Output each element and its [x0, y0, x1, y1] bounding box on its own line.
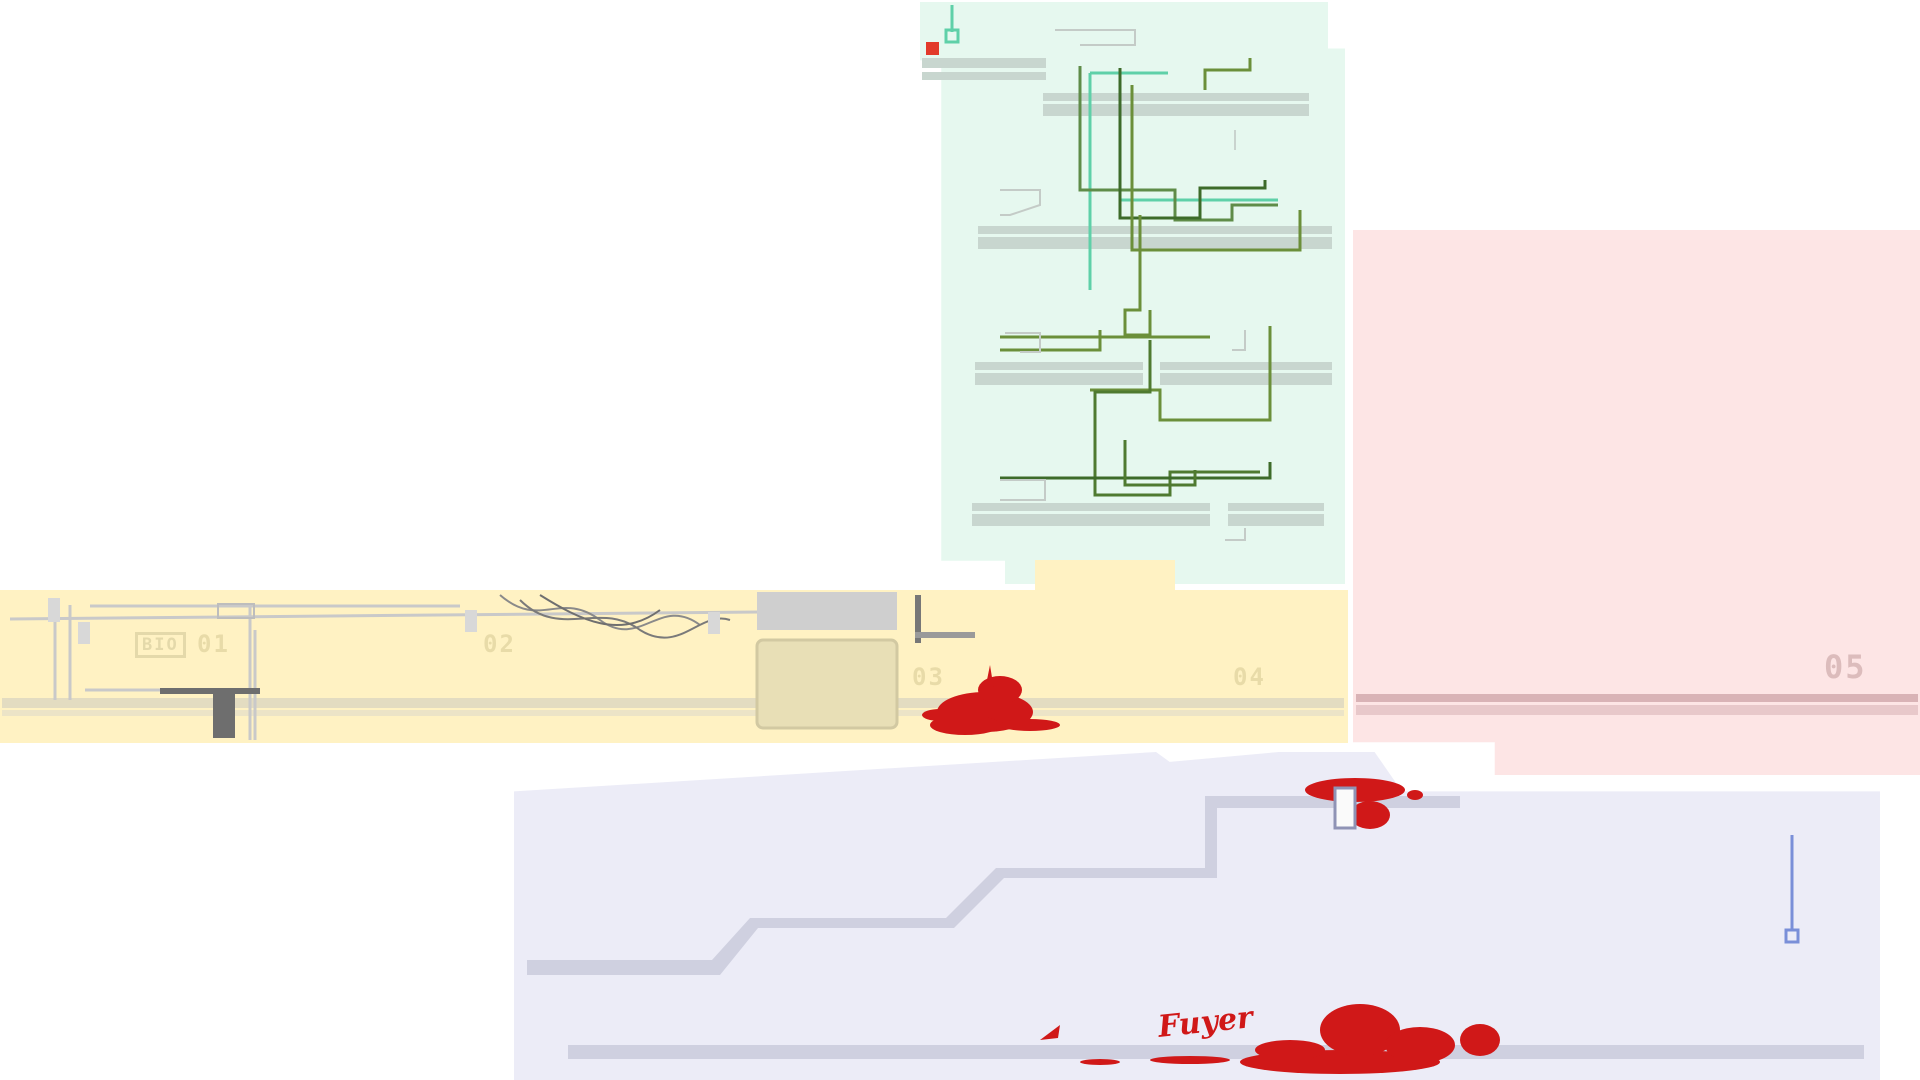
floor-green-2b: [978, 237, 1332, 249]
floor-green-3c: [1160, 362, 1332, 370]
red-alert-icon: [926, 42, 939, 55]
wire-olive-row4: [1093, 340, 1260, 497]
switch-box: [48, 598, 60, 622]
wire-dark-row4b: [1123, 440, 1197, 487]
zone-yellow-top-extension: [1035, 560, 1175, 595]
floor-green-3b: [975, 373, 1143, 385]
lavender-terminal: [1333, 786, 1357, 830]
start-marker-icon: [944, 28, 960, 44]
cargo-container: [755, 638, 899, 730]
blood-splatters: [922, 665, 1500, 1074]
zone-lavender-hall: [514, 752, 1880, 1080]
door-icon: [213, 688, 235, 738]
wire-olive-row3c: [1090, 326, 1272, 422]
wire-olive-loop: [1123, 215, 1152, 337]
zone-label-bio: BIO: [135, 632, 186, 658]
floor-green-4d: [1228, 514, 1324, 526]
pink-floor: [1356, 694, 1918, 702]
green-floors: [922, 58, 1332, 526]
floor-green-top-2: [922, 72, 1046, 80]
floor-green-1: [1043, 93, 1309, 101]
pink-floor-2: [1356, 705, 1918, 715]
zone-label-01: 01: [197, 630, 230, 658]
lavender-ramp: [527, 796, 1460, 975]
exit-marker-icon: [1784, 928, 1800, 944]
floor-green-4a: [972, 503, 1210, 511]
wire-olive-top: [1203, 58, 1252, 90]
vent-machine: [757, 592, 897, 630]
floor-green-2: [978, 226, 1332, 234]
terminal-icon: [217, 603, 255, 619]
wire-dark-1: [1118, 68, 1267, 220]
zone-label-04: 04: [1233, 663, 1266, 691]
wire-olive-1: [1078, 66, 1278, 222]
floor-green-4b: [972, 514, 1210, 526]
zone-pink-room: [1353, 230, 1920, 775]
floor-green-3a: [975, 362, 1143, 370]
lavender-floors: [527, 796, 1864, 1059]
floor-green-1b: [1043, 104, 1309, 116]
zone-label-03: 03: [912, 663, 945, 691]
floor-green-top: [922, 58, 1046, 68]
dark-pipe: [915, 595, 921, 643]
switch-box-2: [78, 622, 90, 644]
wire-olive-row3b: [1000, 330, 1102, 352]
switch-box-4: [708, 612, 720, 634]
zone-label-02: 02: [483, 630, 516, 658]
shaft-circuitry: [1000, 29, 1246, 541]
shaft-wires: [1000, 58, 1302, 497]
grate: [915, 632, 975, 638]
floor-green-3d: [1160, 373, 1332, 385]
yellow-floor: [2, 698, 1344, 716]
floor-green-4c: [1228, 503, 1324, 511]
wire-olive-2: [1130, 85, 1302, 252]
lavender-floor-bottom: [568, 1045, 1864, 1059]
wire-dark-row4: [1000, 462, 1272, 480]
zone-label-05: 05: [1824, 648, 1867, 686]
switch-box-3: [465, 610, 477, 632]
door-frame: [160, 688, 260, 694]
yellow-pipes: [9, 594, 761, 740]
